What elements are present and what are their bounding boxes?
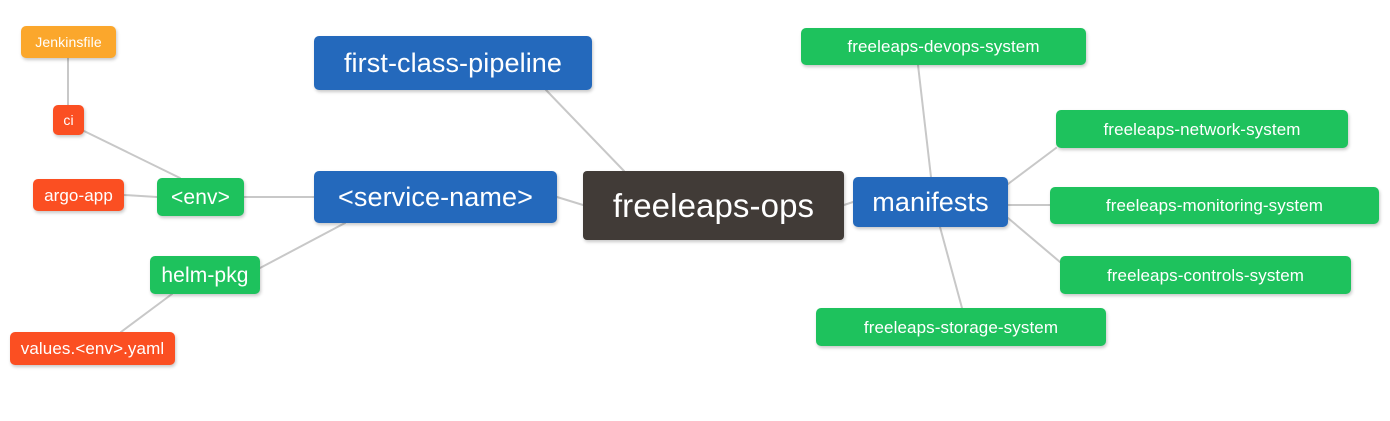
mindmap-node-ci[interactable]: ci	[53, 105, 84, 135]
edge-root-pipeline	[545, 89, 625, 172]
edge-env-argoapp	[123, 194, 158, 198]
edge-helmpkg-valuesyaml	[120, 293, 173, 333]
edge-service-helmpkg	[259, 222, 346, 269]
mindmap-node-helmpkg[interactable]: helm-pkg	[150, 256, 260, 294]
edge-manifests-controls	[1007, 217, 1061, 263]
mindmap-node-argoapp[interactable]: argo-app	[33, 179, 124, 211]
mindmap-node-monitoring[interactable]: freeleaps-monitoring-system	[1050, 187, 1379, 224]
mindmap-node-controls[interactable]: freeleaps-controls-system	[1060, 256, 1351, 294]
mindmap-node-storage[interactable]: freeleaps-storage-system	[816, 308, 1106, 346]
mindmap-node-jenkinsfile[interactable]: Jenkinsfile	[21, 26, 116, 58]
edge-manifests-devops	[917, 64, 932, 178]
mindmap-node-root[interactable]: freeleaps-ops	[583, 171, 844, 240]
mindmap-node-valuesyaml[interactable]: values.<env>.yaml	[10, 332, 175, 365]
mindmap-node-network[interactable]: freeleaps-network-system	[1056, 110, 1348, 148]
edge-env-ci	[83, 130, 181, 179]
edge-root-service	[556, 196, 584, 206]
mindmap-node-devops[interactable]: freeleaps-devops-system	[801, 28, 1086, 65]
edge-manifests-network	[1007, 147, 1057, 185]
mindmap-node-manifests[interactable]: manifests	[853, 177, 1008, 227]
mindmap-node-pipeline[interactable]: first-class-pipeline	[314, 36, 592, 90]
edge-root-manifests	[843, 201, 854, 206]
mindmap-node-env[interactable]: <env>	[157, 178, 244, 216]
edge-manifests-storage	[939, 226, 963, 309]
mindmap-node-service[interactable]: <service-name>	[314, 171, 557, 223]
